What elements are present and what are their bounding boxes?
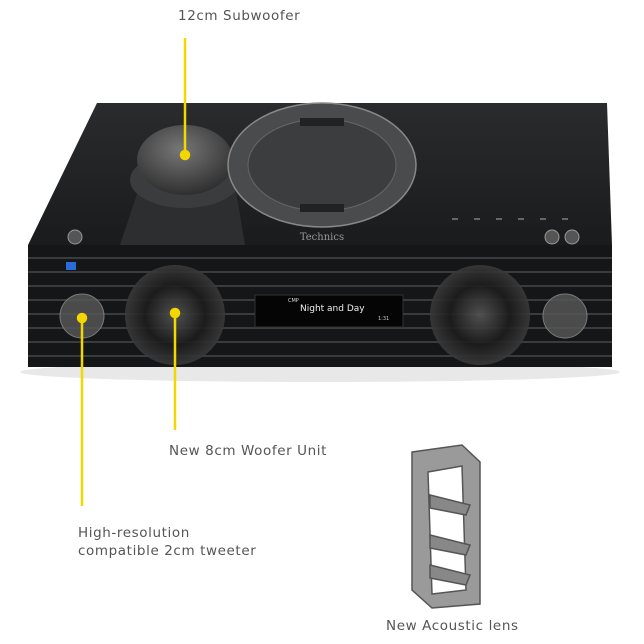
label-woofer: New 8cm Woofer Unit [169,443,328,459]
label-acoustic-lens: New Acoustic lens [386,618,519,634]
tweeter-right [542,293,588,339]
display-track: Night and Day [300,304,365,314]
brand-logo: Technics [300,232,344,243]
callout-lines [76,38,191,506]
acoustic-lens-illustration [411,444,481,609]
display-source: CMP [288,298,299,304]
woofer-right [430,265,530,365]
display-time: 1:31 [378,316,390,322]
label-tweeter-line1: High-resolution [78,525,190,541]
power-button[interactable] [67,229,83,245]
front-display [254,294,404,328]
control-button-right[interactable] [564,229,580,245]
indicator-light [66,262,76,270]
control-button-left[interactable] [544,229,560,245]
top-disc [227,102,417,228]
label-subwoofer: 12cm Subwoofer [178,8,301,24]
subwoofer [120,125,245,245]
touch-controls [452,218,568,220]
label-tweeter-line2: compatible 2cm tweeter [78,543,257,559]
